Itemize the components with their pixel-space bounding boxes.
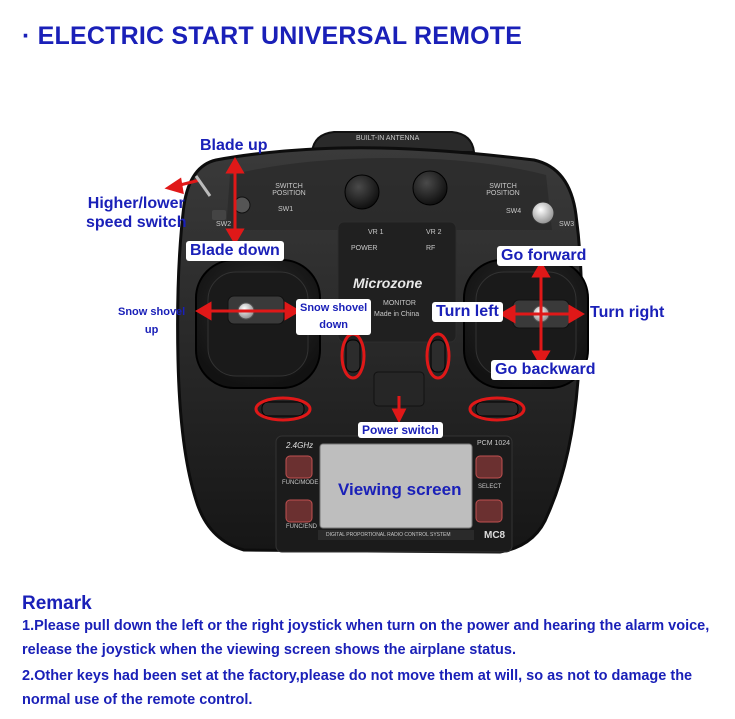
label-shovel-down-line1: Snow shovel	[300, 302, 368, 314]
func-mode-label: FUNC/MODE	[282, 480, 319, 486]
sw4-label: SW4	[506, 208, 522, 215]
label-shovel-up-line2: up	[144, 324, 159, 336]
right-lower-trim	[475, 401, 519, 417]
viewing-screen	[319, 443, 473, 529]
monitor-label: MONITOR	[383, 300, 416, 307]
label-speed-switch: Higher/lower speed switch	[86, 194, 186, 232]
select-up-button	[475, 455, 503, 479]
func-end-button	[285, 499, 313, 523]
vr2-knob	[412, 170, 448, 206]
highlight-left-lower-trim	[254, 396, 312, 422]
sw3-label: SW3	[559, 221, 575, 228]
sw4-switch	[531, 201, 555, 225]
pcm-label: PCM 1024	[477, 440, 511, 447]
vr1-knob	[344, 174, 380, 210]
system-label: DIGITAL PROPORTIONAL RADIO CONTROL SYSTE…	[326, 532, 451, 538]
label-turn-right: Turn right	[590, 304, 665, 321]
antenna-label: BUILT-IN ANTENNA	[356, 135, 420, 142]
switch-position-right: SWITCH POSITION	[486, 183, 520, 197]
label-shovel-up-line1: Snow shovel	[118, 306, 186, 318]
right-trim	[430, 339, 446, 373]
left-lower-trim	[261, 401, 305, 417]
sw1-label: SW1	[278, 206, 294, 213]
band-label: 2.4GHz	[286, 441, 314, 450]
highlight-right-trim	[425, 332, 451, 380]
label-go-backward: Go backward	[491, 360, 600, 380]
vr1-label: VR 1	[368, 229, 384, 236]
remark-line-1: 1.Please pull down the left or the right…	[22, 618, 710, 658]
label-shovel-down-line2: down	[319, 319, 348, 331]
func-mode-button	[285, 455, 313, 479]
rf-indicator-label: RF	[426, 245, 436, 252]
remark-heading: Remark	[22, 593, 92, 614]
highlight-right-lower-trim	[468, 396, 526, 422]
label-speed-switch-line1: Higher/lower	[87, 195, 185, 212]
select-down-button	[475, 499, 503, 523]
label-speed-switch-line2: speed switch	[86, 214, 187, 231]
brand-logo: Microzone	[353, 275, 423, 291]
label-blade-up: Blade up	[200, 137, 268, 154]
made-in-label: Made in China	[374, 311, 420, 318]
label-viewing-screen: Viewing screen	[338, 480, 462, 499]
power-indicator-label: POWER	[351, 245, 378, 252]
sw2-label: SW2	[216, 221, 232, 228]
model-label: MC8	[484, 530, 506, 541]
page-title: · ELECTRIC START UNIVERSAL REMOTE	[22, 22, 523, 50]
label-go-forward: Go forward	[497, 246, 591, 266]
label-shovel-down: Snow shovel down	[296, 299, 372, 335]
func-end-label: FUNC/END	[286, 524, 317, 530]
left-trim	[345, 339, 361, 373]
remark-line-2: 2.Other keys had been set at the factory…	[22, 668, 693, 708]
label-power-switch: Power switch	[358, 422, 443, 438]
label-blade-down: Blade down	[186, 241, 284, 261]
label-shovel-up: Snow shovel up	[118, 303, 185, 339]
vr2-label: VR 2	[426, 229, 442, 236]
label-turn-left: Turn left	[432, 302, 503, 322]
select-label: SELECT	[478, 484, 502, 490]
switch-position-left: SWITCH POSITION	[272, 183, 306, 197]
